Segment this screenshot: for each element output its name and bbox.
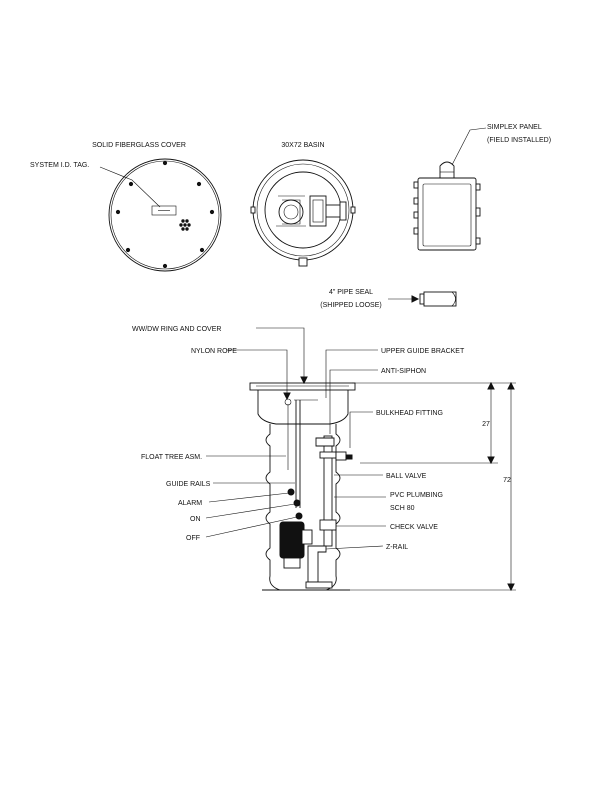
inlet-depth-value: 27: [482, 421, 490, 428]
guide-rails-label: GUIDE RAILS: [166, 481, 211, 488]
vent-grid-icon: [179, 219, 191, 231]
upper-bracket-label: UPPER GUIDE BRACKET: [381, 348, 465, 355]
alarm-float-icon: [287, 488, 295, 496]
bulkhead-label: BULKHEAD FITTING: [376, 410, 443, 417]
alarm-label: ALARM: [178, 500, 202, 507]
control-panel-enclosure: [417, 177, 477, 251]
pump-icon: [279, 521, 305, 559]
basin-label: 30X72 BASIN: [281, 142, 324, 149]
left-callouts: WW/DW RING AND COVER NYLON ROPE FLOAT TR…: [132, 326, 308, 542]
right-callouts: UPPER GUIDE BRACKET ANTI-SIPHON BULKHEAD…: [325, 348, 465, 551]
panel-label-2: (FIELD INSTALLED): [487, 137, 551, 144]
off-label: OFF: [186, 535, 200, 542]
anti-siphon-label: ANTI-SIPHON: [381, 368, 426, 375]
pvc-label-1: PVC PLUMBING: [390, 492, 443, 499]
system-tag-label: SYSTEM I.D. TAG.: [30, 162, 89, 169]
discharge-pipe: [323, 435, 333, 547]
float-tree-label: FLOAT TREE ASM.: [141, 454, 202, 461]
on-label: ON: [190, 516, 201, 523]
solid-cover-label: SOLID FIBERGLASS COVER: [92, 142, 186, 149]
z-rail-label: Z-RAIL: [386, 544, 408, 551]
system-id-tag: [151, 205, 177, 216]
basin-plan-view: 30X72 BASIN: [250, 142, 356, 267]
pipe-seal-label-2: (SHIPPED LOOSE): [320, 302, 381, 309]
pipe-seal-label-1: 4" PIPE SEAL: [329, 289, 373, 296]
nylon-rope-label: NYLON ROPE: [191, 348, 237, 355]
pvc-label-2: SCH 80: [390, 505, 415, 512]
panel-leader: [451, 127, 487, 166]
basin-elevation-view: 27 72: [249, 381, 516, 592]
ring-cover-label: WW/DW RING AND COVER: [132, 326, 221, 333]
simplex-panel-view: SIMPLEX PANEL (FIELD INSTALLED): [413, 124, 551, 251]
check-valve-label: CHECK VALVE: [390, 524, 438, 531]
on-float-icon: [293, 499, 301, 507]
z-rail-body: [307, 545, 327, 583]
off-float-icon: [295, 512, 303, 520]
basin-depth-value: 72: [503, 477, 511, 484]
ball-valve-label: BALL VALVE: [386, 473, 427, 480]
ring-and-cover: [249, 382, 356, 391]
alarm-beacon-icon: [439, 161, 455, 179]
pipe-seal-view: 4" PIPE SEAL (SHIPPED LOOSE): [320, 289, 457, 309]
check-valve-body: [319, 519, 337, 531]
panel-label-1: SIMPLEX PANEL: [487, 124, 542, 131]
system-tag-leader: [99, 166, 161, 208]
fiberglass-cover-view: SOLID FIBERGLASS COVER SYSTEM I.D. TAG.: [30, 142, 222, 272]
bulkhead-fitting-body: [335, 451, 347, 461]
pipe-seal-icon: [419, 293, 425, 305]
